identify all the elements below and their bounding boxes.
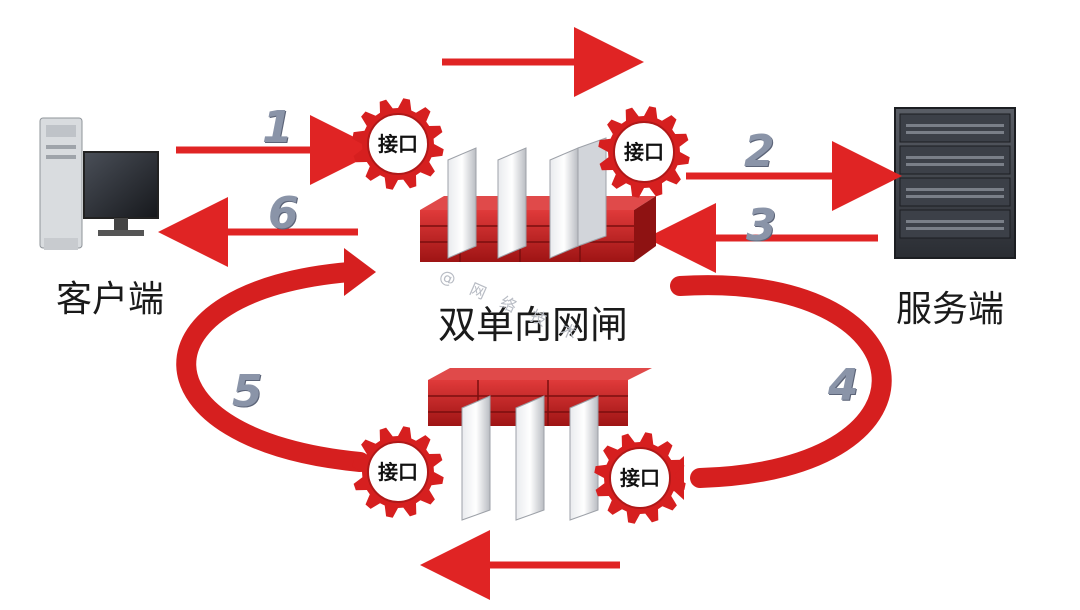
client-computer-icon [39,117,159,250]
gear-interface-bottom-right: 接口 [594,432,686,524]
interface-label: 接口 [624,140,664,164]
step-6-number: 6 [268,188,299,239]
gear-interface-top-right: 接口 [598,106,690,198]
client-label: 客户端 [56,279,165,320]
gear-interface-bottom-left: 接口 [352,426,444,518]
arrow-step-5 [176,262,370,472]
step-1-number: 1 [262,102,293,153]
interface-label: 接口 [620,466,660,490]
gear-interface-top-left: 接口 [352,98,444,190]
gateway-top-icon [420,137,656,262]
step-5-number: 5 [232,366,263,417]
arrow-step-4 [670,275,892,488]
flow-arrows [158,27,902,600]
interface-label: 接口 [378,460,418,484]
gateway-bottom-icon [428,368,652,521]
server-label: 服务端 [896,289,1005,330]
server-rack-icon [894,107,1016,259]
step-2-number: 2 [744,126,775,177]
step-4-number: 4 [828,360,859,411]
step-3-number: 3 [746,200,777,251]
gateway-label: 双单向网闸 [438,303,629,347]
interface-label: 接口 [378,132,418,156]
